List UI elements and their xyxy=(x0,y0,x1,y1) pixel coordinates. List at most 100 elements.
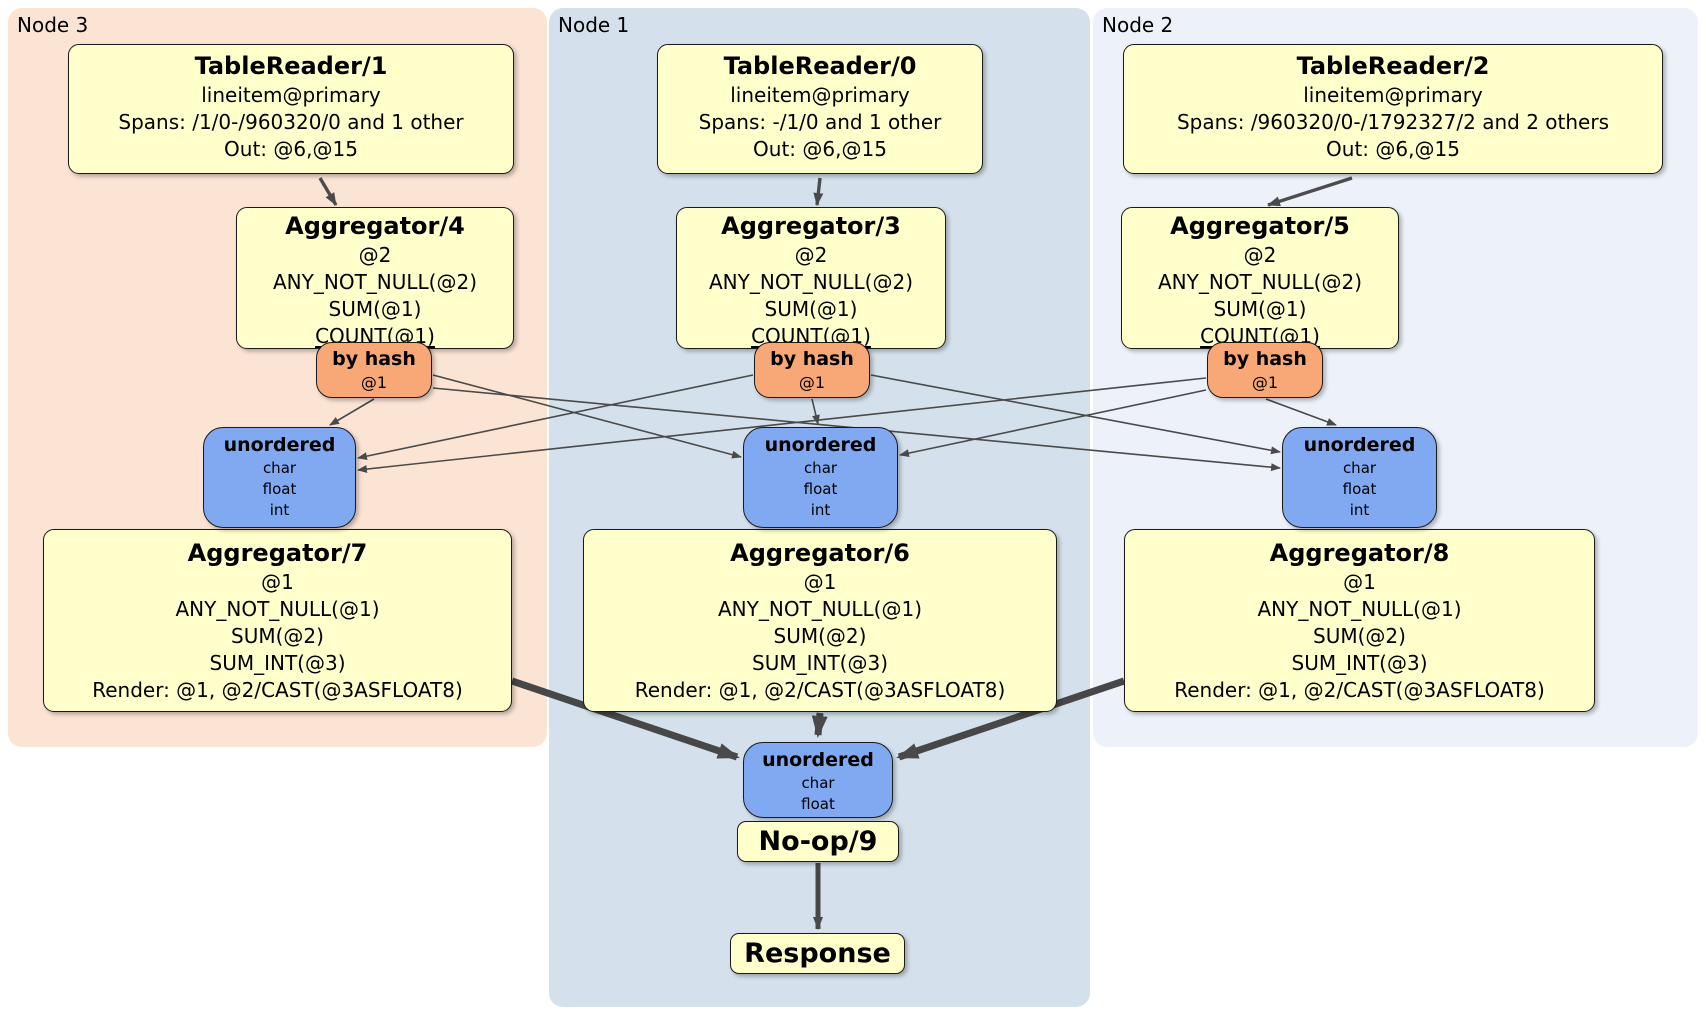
aggregator-4-box-line-0: @2 xyxy=(358,243,392,267)
edge-hash-to-unordered-8 xyxy=(1265,398,1337,426)
aggregator-8-box-line-2: SUM(@2) xyxy=(1313,624,1406,648)
sync-unordered-left: unordered char float int xyxy=(203,427,356,528)
edge-hash-to-unordered-5 xyxy=(870,374,1281,455)
edge-aggregator-to-final-sync-1 xyxy=(811,712,828,738)
aggregator-4-box-line-2: SUM(@1) xyxy=(328,297,422,321)
tablereader-1-box-title: TableReader/1 xyxy=(194,52,388,80)
router-by-hash-right-title: by hash xyxy=(1223,348,1307,370)
aggregator-6-box-line-1: ANY_NOT_NULL(@1) xyxy=(718,597,922,621)
tablereader-1-box-line-1: Spans: /1/0-/960320/0 and 1 other xyxy=(118,110,464,134)
tablereader-2-box-line-1: Spans: /960320/0-/1792327/2 and 2 others xyxy=(1176,110,1609,134)
sync-unordered-left-item-1: float xyxy=(262,480,297,498)
tablereader-1-box-line-2: Out: @6,@15 xyxy=(224,137,358,161)
aggregator-6-box-title: Aggregator/6 xyxy=(730,539,910,567)
sync-unordered-final-title: unordered xyxy=(762,749,874,771)
edge-tablereader-to-aggregator-2 xyxy=(1267,176,1353,207)
sync-unordered-left-item-0: char xyxy=(262,459,297,477)
aggregator-8-box-title: Aggregator/8 xyxy=(1269,539,1450,567)
sync-unordered-left-item-2: int xyxy=(269,501,290,519)
node1-region-label: Node 1 xyxy=(558,13,630,37)
tablereader-0-box-line-0: lineitem@primary xyxy=(730,83,910,107)
edge-hash-to-unordered-6 xyxy=(357,377,1207,474)
aggregator-6-box-line-0: @1 xyxy=(803,570,837,594)
router-by-hash-left-title: by hash xyxy=(332,348,416,370)
router-by-hash-right-sub: @1 xyxy=(1251,373,1279,392)
tablereader-1-box-line-0: lineitem@primary xyxy=(201,83,381,107)
tablereader-0-box-title: TableReader/0 xyxy=(723,52,917,80)
sync-unordered-right: unordered char float int xyxy=(1282,427,1437,528)
sync-unordered-mid-item-0: char xyxy=(803,459,838,477)
aggregator-7-box-line-4: Render: @1, @2/CAST(@3ASFLOAT8) xyxy=(92,678,463,702)
sync-unordered-mid: unordered char float int xyxy=(743,427,898,528)
tablereader-2-box-title: TableReader/2 xyxy=(1296,52,1490,80)
sync-unordered-final-item-0: char xyxy=(801,774,835,792)
aggregator-7-box-line-1: ANY_NOT_NULL(@1) xyxy=(175,597,380,621)
aggregator-6-box-line-3: SUM_INT(@3) xyxy=(752,651,888,675)
router-by-hash-mid-sub: @1 xyxy=(798,373,826,392)
aggregator-5-box-line-1: ANY_NOT_NULL(@2) xyxy=(1158,270,1362,294)
aggregator-5-box-line-0: @2 xyxy=(1243,243,1277,267)
sync-unordered-right-title: unordered xyxy=(1303,434,1416,456)
edge-tablereader-to-aggregator-1 xyxy=(813,177,824,206)
edge-hash-to-unordered-3 xyxy=(357,374,754,461)
tablereader-2-box-line-0: lineitem@primary xyxy=(1303,83,1483,107)
noop-box-label: No-op/9 xyxy=(758,826,878,857)
noop-box: No-op/9 xyxy=(737,821,899,862)
aggregator-7-box-line-2: SUM(@2) xyxy=(231,624,324,648)
tablereader-0-box-line-1: Spans: -/1/0 and 1 other xyxy=(698,110,942,134)
sync-unordered-right-item-2: int xyxy=(1349,501,1370,519)
router-by-hash-mid: by hash @1 xyxy=(754,342,870,398)
aggregator-3-box-line-2: SUM(@1) xyxy=(764,297,858,321)
sync-unordered-left-title: unordered xyxy=(223,434,336,456)
edge-tablereader-to-aggregator-0 xyxy=(318,177,338,206)
edge-hash-to-unordered-0 xyxy=(329,398,375,426)
sync-unordered-mid-item-2: int xyxy=(810,501,831,519)
aggregator-8-box-line-3: SUM_INT(@3) xyxy=(1291,651,1428,675)
router-by-hash-left-sub: @1 xyxy=(360,373,388,392)
aggregator-8-box-line-0: @1 xyxy=(1343,570,1376,594)
sync-unordered-final-item-1: float xyxy=(801,795,835,813)
aggregator-7-box-line-0: @1 xyxy=(261,570,294,594)
sync-unordered-final: unordered char float xyxy=(743,742,893,818)
edge-aggregator-to-final-sync-0 xyxy=(510,677,740,761)
sync-unordered-right-item-0: char xyxy=(1342,459,1377,477)
sync-unordered-mid-item-1: float xyxy=(803,480,838,498)
aggregator-6-box-line-4: Render: @1, @2/CAST(@3ASFLOAT8) xyxy=(634,678,1006,702)
aggregator-3-box-line-1: ANY_NOT_NULL(@2) xyxy=(709,270,913,294)
aggregator-3-box-title: Aggregator/3 xyxy=(721,212,901,240)
sync-unordered-right-item-1: float xyxy=(1342,480,1377,498)
tablereader-2-box-line-2: Out: @6,@15 xyxy=(1326,137,1460,161)
node2-region-label: Node 2 xyxy=(1102,13,1174,37)
response-box: Response xyxy=(730,933,905,974)
aggregator-8-box-line-4: Render: @1, @2/CAST(@3ASFLOAT8) xyxy=(1174,678,1545,702)
response-box-label: Response xyxy=(744,938,891,969)
edge-aggregator-to-final-sync-2 xyxy=(896,677,1126,761)
aggregator-7-box-line-3: SUM_INT(@3) xyxy=(209,651,346,675)
aggregator-3-box-line-0: @2 xyxy=(794,243,828,267)
aggregator-5-box-title: Aggregator/5 xyxy=(1170,212,1350,240)
aggregator-4-box-line-1: ANY_NOT_NULL(@2) xyxy=(273,270,477,294)
router-by-hash-left: by hash @1 xyxy=(316,342,432,398)
sync-unordered-mid-title: unordered xyxy=(764,434,877,456)
edge-hash-to-unordered-7 xyxy=(899,389,1207,458)
aggregator-7-box-title: Aggregator/7 xyxy=(187,539,368,567)
edge-hash-to-unordered-1 xyxy=(432,374,742,459)
router-by-hash-mid-title: by hash xyxy=(770,348,854,370)
aggregator-8-box-line-1: ANY_NOT_NULL(@1) xyxy=(1257,597,1462,621)
aggregator-4-box-title: Aggregator/4 xyxy=(285,212,465,240)
tablereader-0-box-line-2: Out: @6,@15 xyxy=(753,137,887,161)
aggregator-5-box-line-2: SUM(@1) xyxy=(1213,297,1307,321)
node3-region-label: Node 3 xyxy=(17,13,89,37)
router-by-hash-right: by hash @1 xyxy=(1207,342,1323,398)
